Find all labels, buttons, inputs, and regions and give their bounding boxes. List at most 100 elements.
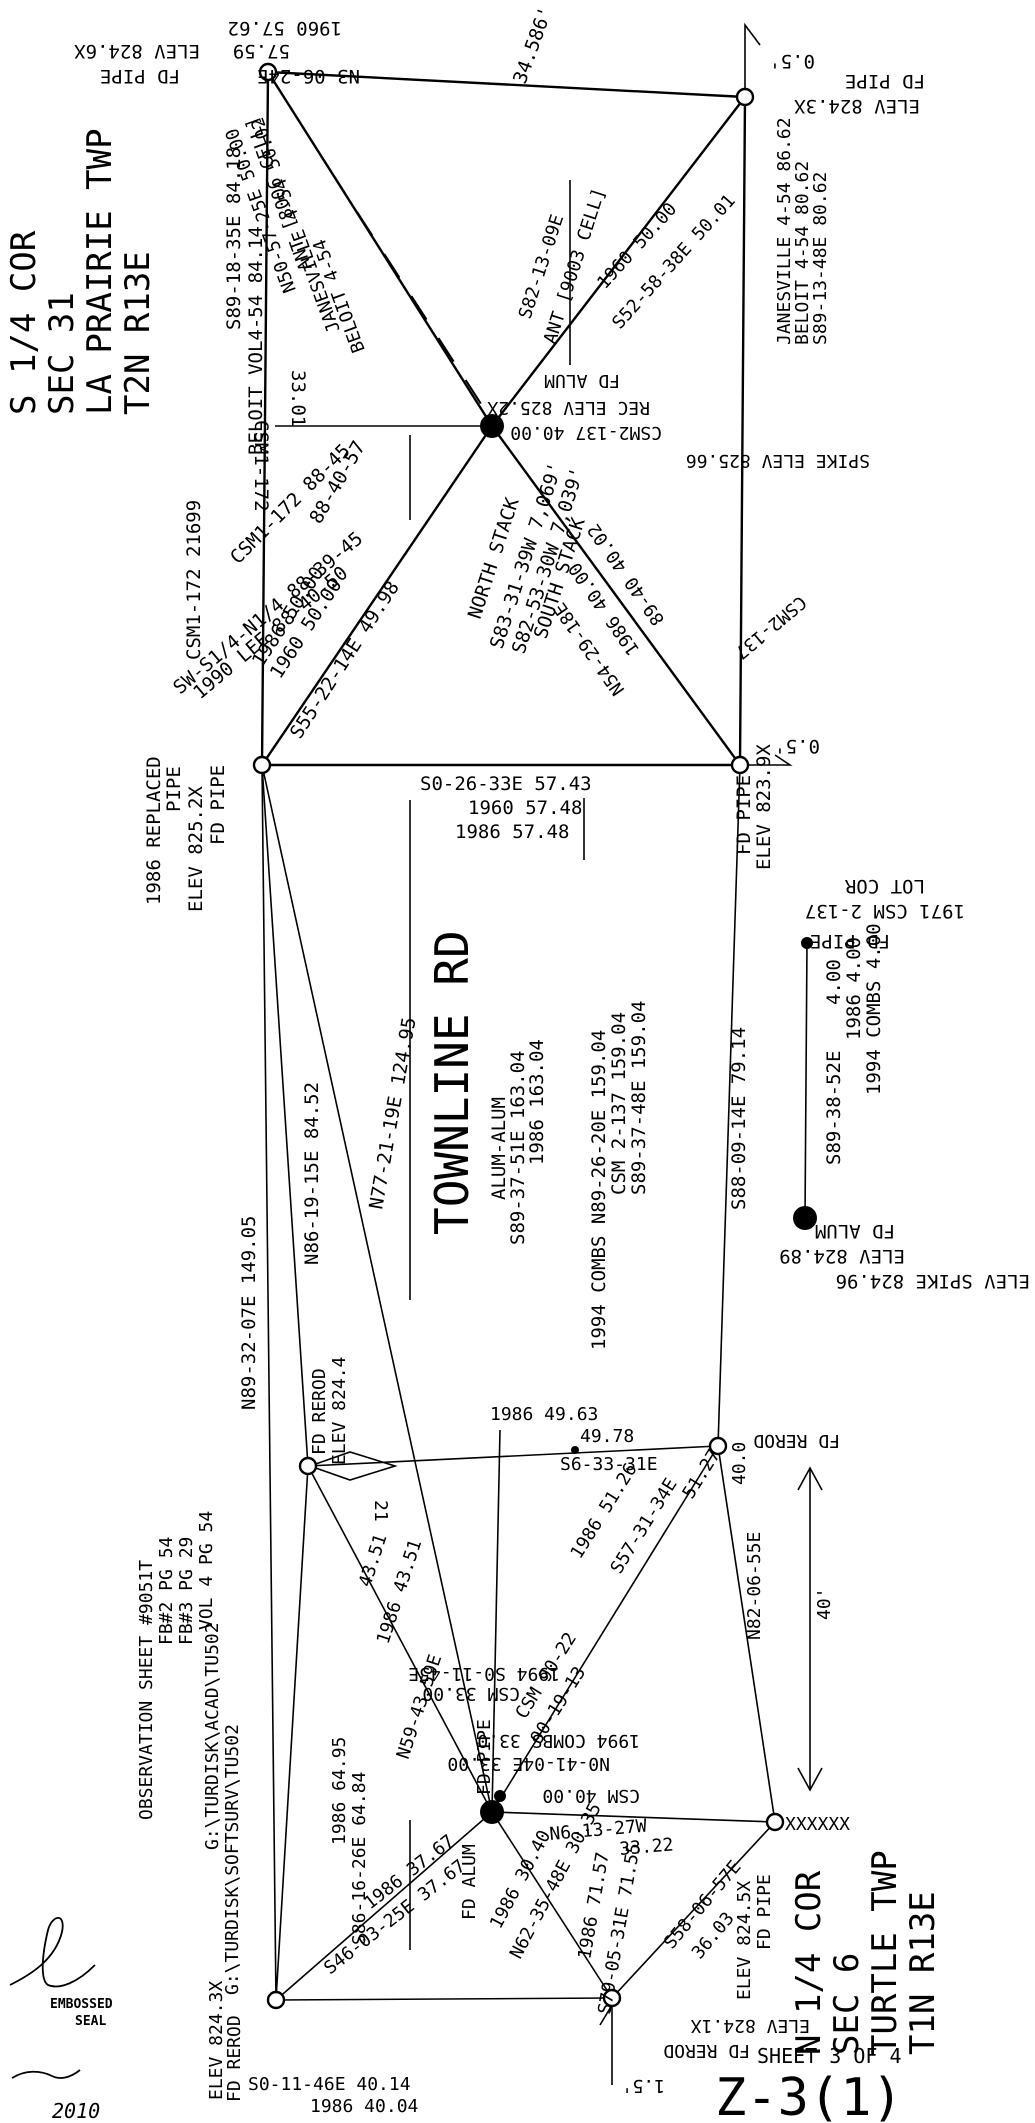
lot-cor-line (804, 942, 808, 1219)
dist-57-59: 57.59 (233, 40, 290, 62)
bottom-fd-rerod: FD REROD (224, 2015, 245, 2102)
replaced-line2: PIPE (163, 766, 185, 812)
xxxxxx-mark: XXXXXX (785, 1814, 850, 1835)
obs-sheet-4: VOL 4 PG 54 (196, 1511, 217, 1630)
left-labels: CSM1-172 21699 S89-18-35E 84.18 BELOIT V… (143, 147, 370, 1410)
half-arrow-top (744, 22, 761, 97)
monument-rerod-left (298, 1456, 318, 1476)
east-line-top (738, 96, 747, 766)
n86-19-15e: N86-19-15E 84.52 (301, 1082, 323, 1265)
dist-33-01-label: 33.01 (287, 370, 309, 427)
lower-labels: FD REROD ELEV 824.4 1986 49.63 49.78 S6-… (136, 1357, 850, 2117)
fd-pipe-mid: FD PIPE (733, 775, 755, 855)
monument-bottom-mid (602, 1988, 622, 2008)
n14-line1: N 1/4 COR (789, 1870, 829, 2055)
s89-38-52e: S89-38-52E (823, 1051, 845, 1165)
diag-alum-sw (261, 425, 493, 766)
dist-1986-163-04: 1986 163.04 (526, 1039, 548, 1165)
elev-824-6x-top: ELEV 824.6X (74, 40, 200, 62)
sheet-number: Z-3(1) (715, 2068, 903, 2123)
half-ft-mid: 0.5' (774, 735, 820, 757)
diag-ne-alum (491, 96, 746, 427)
n89-32-07e-label: N89-32-07E 149.05 (238, 1216, 260, 1410)
obs-sheet-2: FB#2 PG 54 (156, 1537, 177, 1645)
diag-n62 (491, 1811, 613, 1999)
dist-49-78: 49.78 (580, 1426, 634, 1447)
beloit-vol4-label: BELOIT VOL4-54 84.14 (245, 226, 267, 455)
signature-mark (9, 1917, 96, 1988)
elev-spike-824-96: ELEV SPIKE 824.96 (836, 1270, 1030, 1292)
s14-line4: T2N R13E (118, 251, 158, 415)
monument-fd-alum-bottom (480, 1800, 504, 1824)
dist-40ft: 40' (814, 1587, 835, 1620)
elev-824-5x: ELEV 824.5X (734, 1881, 755, 2000)
fd-pipe-top: FD PIPE (100, 65, 180, 87)
monument-lot-cor (801, 937, 813, 949)
bottom-line (275, 1997, 613, 2001)
embossed-seal: EMBOSSED SEAL 2010 (9, 1917, 113, 2123)
diag-s58 (611, 1821, 776, 1999)
dist-1986-49-63: 1986 49.63 (490, 1404, 598, 1425)
diag-s57 (491, 1445, 719, 1813)
west-line-full (261, 764, 277, 2001)
s89-37-51e: S89-37-51E 163.04 (507, 1051, 529, 1245)
monument-mid-left (252, 755, 272, 775)
obs-sheet-3: FB#3 PG 29 (176, 1537, 197, 1645)
file-path-acad: G:\TURDISK\ACAD\TU502 (202, 1622, 223, 1850)
elev-824-4: ELEV 824.4 (329, 1357, 350, 1465)
fd-pipe-right-top: FD PIPE (845, 70, 925, 92)
signature-date: 2010 (52, 2099, 100, 2123)
s0-11-45e: 1994 S0-11-45E (408, 1663, 560, 1684)
s89-37-48e: S89-37-48E 159.04 (628, 1001, 650, 1195)
top-line (267, 70, 746, 99)
bottom-elev-824-3x: ELEV 824.3X (206, 1981, 227, 2100)
fd-rerod-bottom: FD REROD (663, 2040, 750, 2061)
road-name: TOWNLINE RD (425, 930, 479, 1235)
monument-fd-alum-mid (793, 1206, 817, 1230)
s86-16-26e: S86-16-26E 64.84 (349, 1772, 370, 1945)
seal-embossed: EMBOSSED (50, 1997, 113, 2012)
s14-corner-title: S 1/4 COR SEC 31 LA PRAIRIE TWP T2N R13E (4, 128, 158, 415)
signature-mark-2 (11, 2069, 81, 2079)
elev-824-3x-right: ELEV 824.3X (794, 95, 920, 117)
lot-cor: LOT COR (844, 875, 925, 897)
n14-line3: TURTLE TWP (865, 1850, 905, 2055)
dist-34-586: 34.586' (509, 4, 557, 87)
s0-26-33e: S0-26-33E 57.43 (420, 773, 592, 795)
forty-arrow-bot (797, 1767, 823, 1792)
monument-top-right (735, 87, 755, 107)
west-line-low (275, 1465, 309, 2001)
csm-40-00: CSM 40.00 (542, 1785, 640, 1806)
dist-33-22: 33.22 (619, 1834, 675, 1860)
n82-06-55e: N82-06-55E (744, 1532, 765, 1640)
n14-line2: SEC 6 (827, 1953, 867, 2055)
dist-43-51: 43.51 (355, 1532, 392, 1590)
s6-line (307, 1445, 719, 1467)
s6-33-31e: S6-33-31E (560, 1454, 658, 1475)
sheet-label: SHEET 3 OF 4 (757, 2044, 902, 2068)
combs-4-00: 1994 COMBS 4.00 (863, 923, 885, 1095)
forty-arrow-top (797, 1466, 823, 1491)
dist-1986-57-48: 1986 57.48 (455, 821, 569, 843)
half-arrow-mid (745, 754, 793, 766)
s88-09-14e: S88-09-14E 79.14 (728, 1027, 750, 1210)
west-line-top (260, 71, 270, 766)
fd-rerod-left: FD REROD (309, 1368, 330, 1455)
n0-41-04e: N0-41-04E 33.00 (447, 1753, 610, 1774)
fd-pipe-lot: FD PIPE (810, 930, 890, 952)
obs-sheet-1: OBSERVATION SHEET #9051T (136, 1560, 157, 1820)
n14-line4: T1N R13E (903, 1891, 943, 2055)
monument-fd-alum-top (480, 414, 504, 438)
csm-2-137-159-04: CSM 2-137 159.04 (608, 1012, 630, 1195)
top-labels: FD PIPE ELEV 824.6X N3-06-24E 1960 57.62… (74, 4, 925, 117)
fd-rerod-right: FD REROD (753, 1430, 840, 1451)
beloit-80-62: BELOIT 4-54 80.62 (792, 161, 813, 345)
bearing-n3-06-24e: N3-06-24E (257, 65, 360, 87)
bottom-s0-11-46e: S0-11-46E 40.14 (248, 2074, 411, 2095)
s89-13-48e: S89-13-48E 80.62 (810, 172, 831, 345)
monument-top-left (258, 62, 278, 82)
spike-elev-825-66: SPIKE ELEV 825.66 (686, 450, 870, 471)
n14-corner-title: N 1/4 COR SEC 6 TURTLE TWP T1N R13E (789, 1850, 943, 2055)
rec-elev-825-2x: REC ELEV 825.2X (487, 397, 650, 418)
